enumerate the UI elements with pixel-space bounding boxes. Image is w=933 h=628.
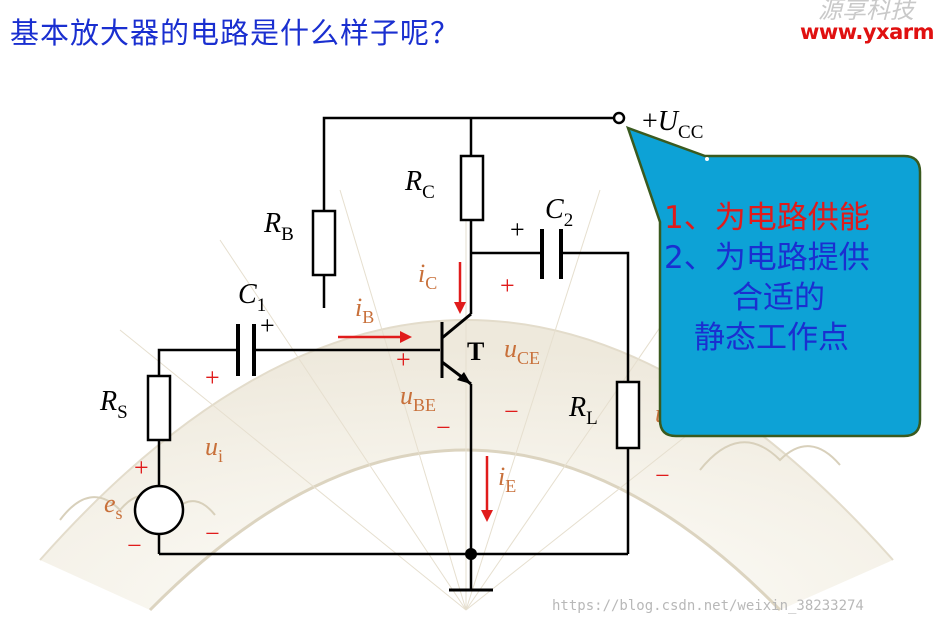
label-ube: uBE	[400, 381, 436, 415]
callout-line-4: 静态工作点	[694, 320, 849, 356]
ui-minus: −	[205, 519, 220, 548]
label-uce: uCE	[504, 334, 540, 368]
ui-plus: +	[205, 363, 220, 392]
resistor-rb	[311, 209, 337, 277]
resistor-rs	[146, 374, 172, 442]
label-c2: C2	[545, 194, 573, 231]
label-rb: RB	[263, 208, 294, 245]
current-arrows	[338, 262, 489, 512]
callout-text: 1、为电路供能 2、为电路提供 合适的 静态工作点	[664, 198, 933, 358]
supply-terminal	[612, 111, 626, 125]
signal-source	[133, 484, 185, 536]
label-ie: iE	[498, 462, 516, 496]
label-rs: RS	[99, 386, 128, 423]
resistor-rl	[615, 380, 641, 450]
uce-plus: +	[500, 271, 515, 300]
uo-minus: −	[655, 461, 670, 490]
c2-polarity: +	[510, 215, 525, 244]
callout-line-1: 1、为电路供能	[664, 200, 870, 236]
ground-junction	[465, 548, 477, 560]
wires	[157, 116, 630, 590]
label-ic: iC	[418, 259, 437, 293]
label-rc: RC	[404, 166, 435, 203]
logo-text: 源享科技	[818, 0, 914, 24]
resistor-rc	[459, 154, 485, 222]
callout-line-3: 合适的	[732, 280, 825, 316]
label-ui: ui	[205, 432, 223, 466]
label-rl: RL	[568, 392, 598, 429]
source-watermark: https://blog.csdn.net/weixin_38233274	[552, 598, 864, 614]
ib-arrow	[400, 331, 412, 343]
ie-arrow	[481, 510, 493, 522]
uce-minus: −	[504, 397, 519, 426]
emitter-arrow	[457, 372, 471, 384]
logo-url: www.yxarm.ne	[800, 20, 933, 44]
capacitor-c2	[540, 229, 563, 279]
ube-plus: +	[396, 345, 411, 374]
label-ib: iB	[355, 293, 374, 327]
label-c1: C1	[238, 279, 266, 316]
brand-logo: 源享科技 www.yxarm.ne	[800, 0, 933, 48]
callout-bubble	[625, 125, 922, 438]
slide-title: 基本放大器的电路是什么样子呢？	[10, 16, 461, 50]
ic-arrow	[454, 302, 466, 314]
c1-polarity: +	[260, 311, 275, 340]
es-minus: −	[127, 531, 142, 560]
capacitor-c1	[236, 324, 256, 376]
label-es: es	[104, 489, 123, 523]
label-transistor: T	[467, 337, 484, 366]
es-plus: +	[134, 453, 149, 482]
label-supply: +UCC	[642, 106, 703, 143]
ube-minus: −	[436, 413, 451, 442]
callout-line-2: 2、为电路提供	[664, 240, 870, 276]
